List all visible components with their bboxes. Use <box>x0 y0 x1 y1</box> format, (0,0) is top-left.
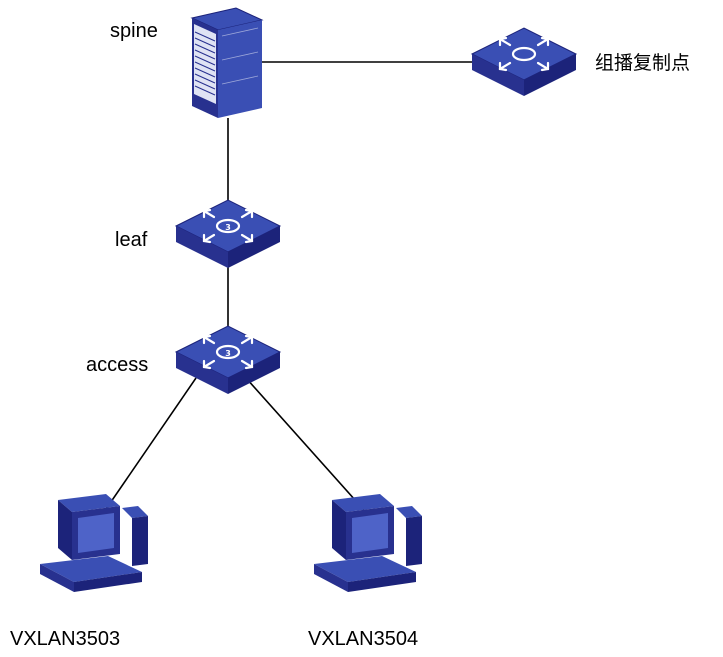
leaf-label: leaf <box>115 229 148 251</box>
multicast-label: 组播复制点 <box>595 52 691 74</box>
server-icon <box>190 7 264 118</box>
leaf-switch-icon <box>174 198 282 270</box>
spine-label: spine <box>110 20 158 42</box>
pc2-icon <box>314 494 422 592</box>
link-access-pc2 <box>245 377 365 511</box>
link-access-pc1 <box>103 377 197 513</box>
links <box>103 61 474 513</box>
pc1-icon <box>40 494 148 592</box>
pc1-label: VXLAN3503 <box>10 628 121 650</box>
multicast-switch-icon <box>470 26 578 98</box>
access-label: access <box>86 354 149 376</box>
pc2-label: VXLAN3504 <box>308 628 419 650</box>
